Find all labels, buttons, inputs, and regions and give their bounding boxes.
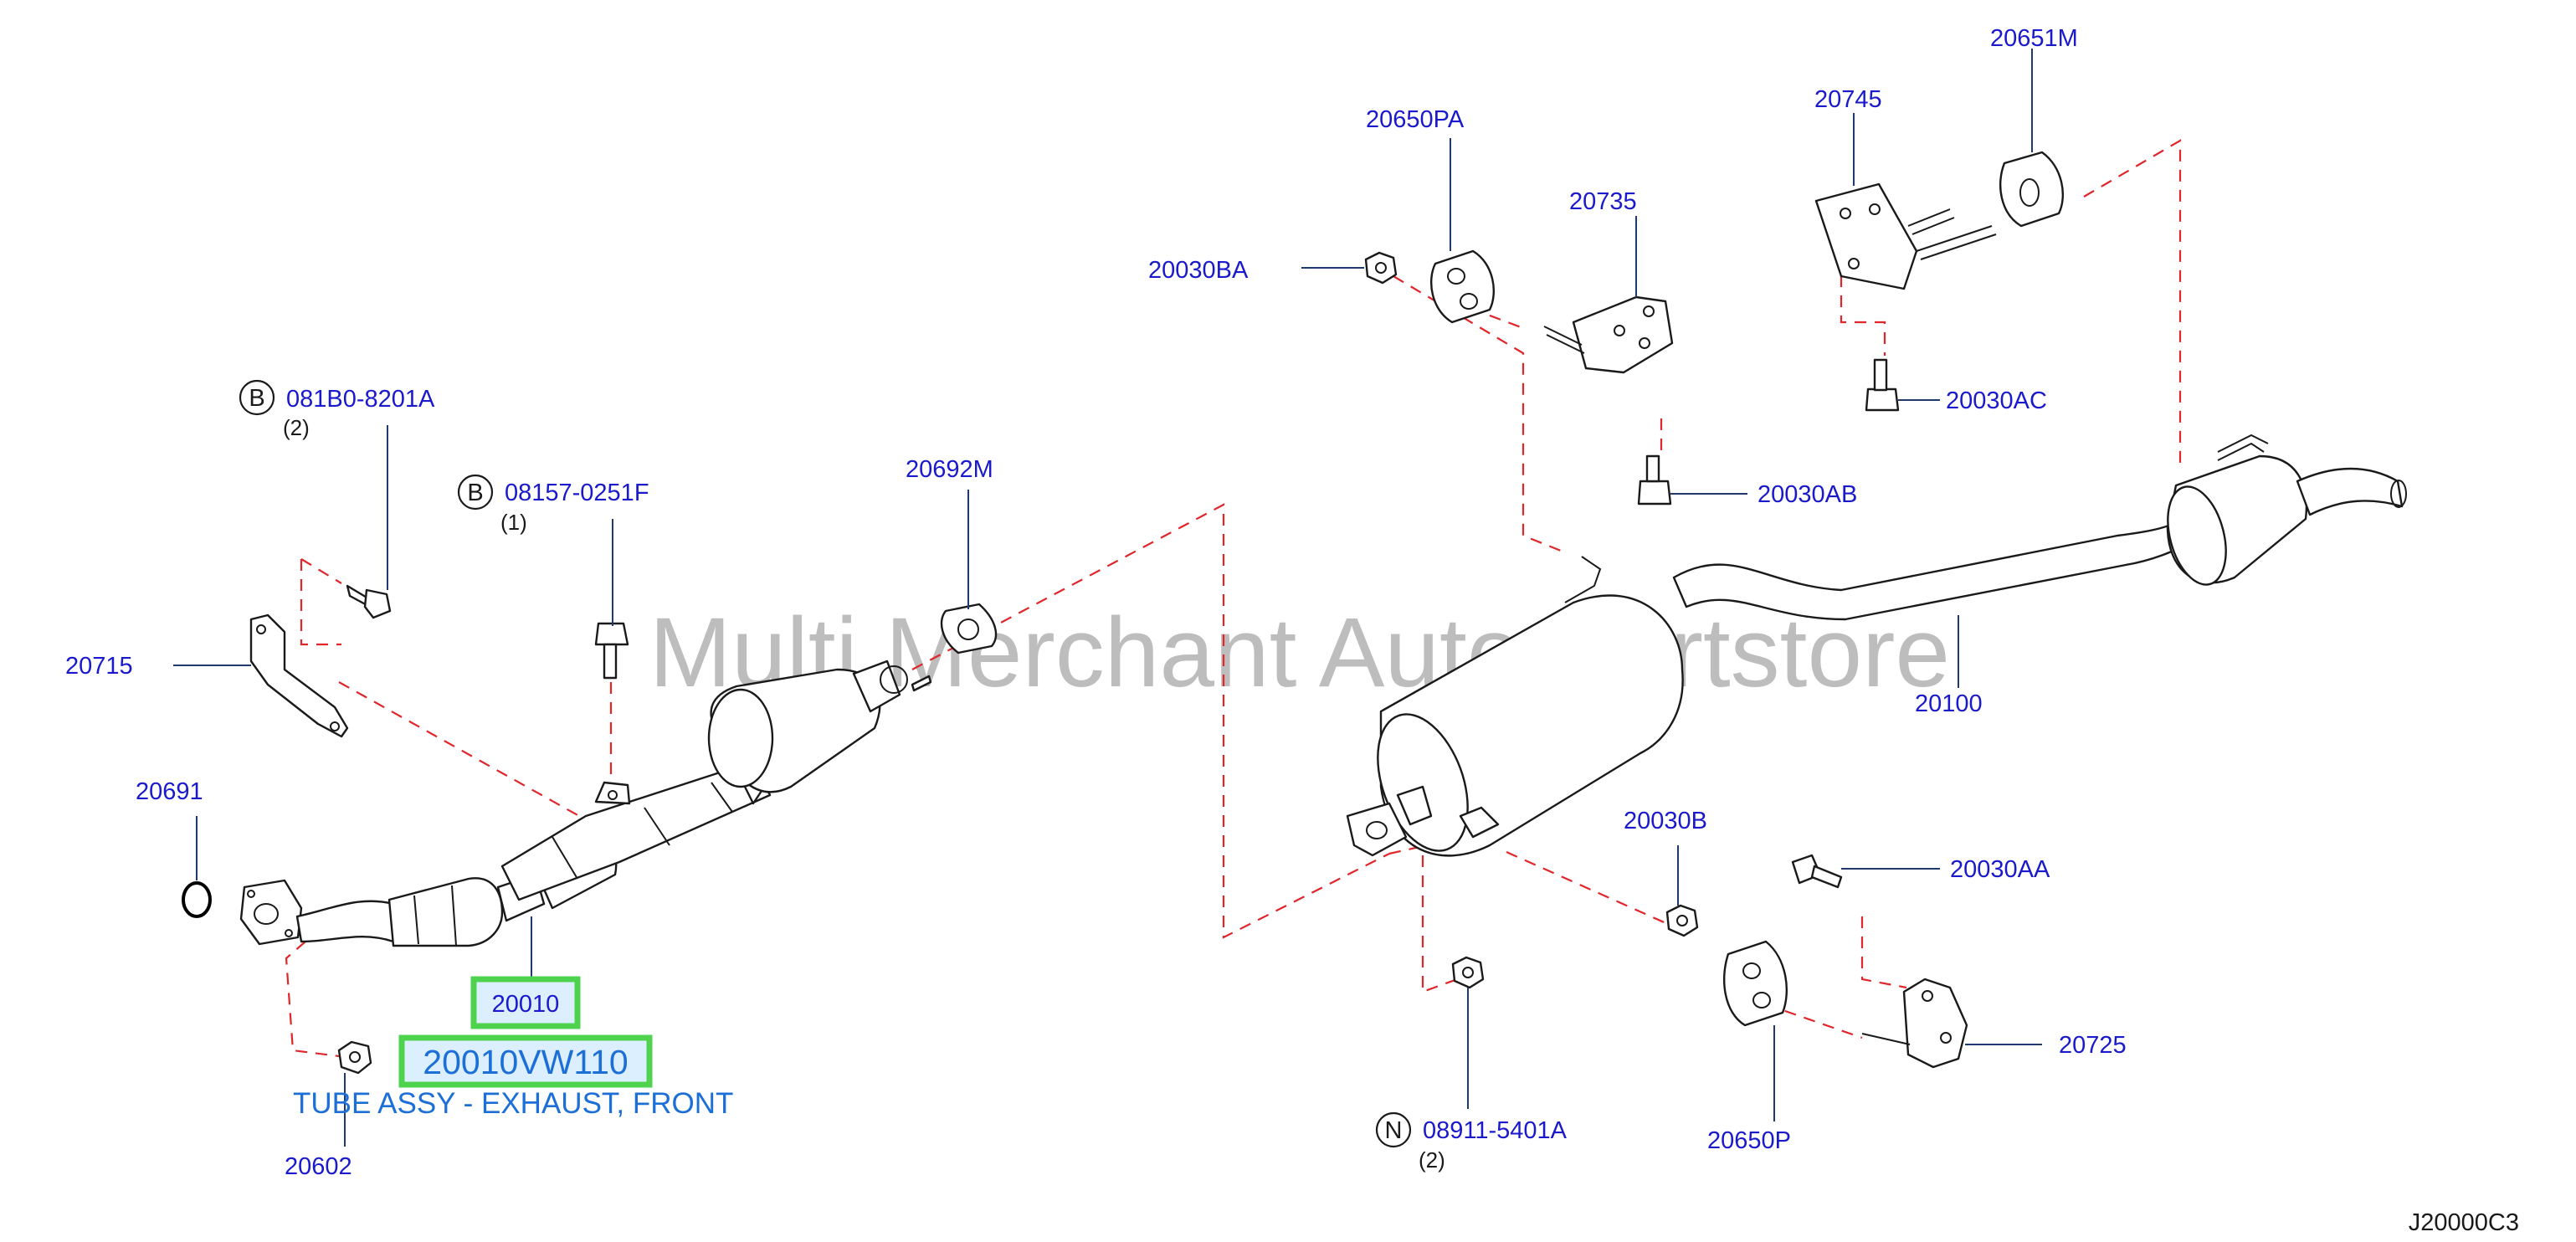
- nut-20030b-drawing: [1665, 904, 1699, 937]
- callout-number: 08911-5401A: [1423, 1117, 1568, 1144]
- bolt-20030aa-drawing: [1791, 854, 1843, 889]
- callout-marker: B: [467, 480, 483, 506]
- highlighted-part-20010[interactable]: 20010 20010VW110 TUBE ASSY - EXHAUST, FR…: [293, 976, 733, 1120]
- callout-08157-0251f[interactable]: B 08157-0251F (1): [457, 474, 649, 535]
- bolt-20030ac-drawing: [1865, 358, 1900, 412]
- highlight-part-description: TUBE ASSY - EXHAUST, FRONT: [293, 1087, 733, 1120]
- callout-20735[interactable]: 20735: [1569, 188, 1637, 215]
- callout-20715[interactable]: 20715: [65, 653, 133, 680]
- callout-20030b[interactable]: 20030B: [1624, 808, 1707, 834]
- leader-lines: [173, 49, 2042, 1147]
- bracket-20735-drawing: [1543, 295, 1674, 374]
- gasket-20692m-drawing: [940, 603, 998, 654]
- highlight-part-number: 20010VW110: [423, 1043, 628, 1081]
- highlight-ref-box: [470, 976, 581, 1029]
- highlight-part-box: [398, 1034, 653, 1088]
- callout-08911-5401a[interactable]: N 08911-5401A (2): [1375, 1111, 1568, 1173]
- bracket-20715-drawing: [249, 613, 349, 738]
- callout-20030ba[interactable]: 20030BA: [1148, 257, 1249, 284]
- callout-marker: N: [1385, 1117, 1403, 1144]
- callout-081b0-8201a[interactable]: B 081B0-8201A (2): [239, 379, 435, 440]
- callout-20030aa[interactable]: 20030AA: [1950, 856, 2050, 883]
- callout-20650pa[interactable]: 20650PA: [1366, 106, 1465, 133]
- nut-20030ba-drawing: [1364, 251, 1398, 285]
- highlight-ref-number: 20010: [492, 991, 560, 1018]
- rubber-mount-20650p-drawing: [1723, 940, 1788, 1027]
- callout-20650p[interactable]: 20650P: [1707, 1127, 1791, 1154]
- circle-n-marker-icon: [1375, 1111, 1412, 1148]
- bolt-08157-drawing: [594, 622, 629, 680]
- callout-20651m[interactable]: 20651M: [1990, 25, 2078, 52]
- callout-qty: (2): [1419, 1147, 1445, 1173]
- circle-b-marker-icon: [457, 474, 494, 511]
- callout-number: 08157-0251F: [505, 480, 649, 506]
- callout-qty: (1): [500, 510, 527, 535]
- callout-number: 081B0-8201A: [286, 386, 435, 413]
- callout-marker: B: [249, 385, 264, 412]
- rubber-mount-20651m-drawing: [1999, 151, 2065, 228]
- bolt-20030ab-drawing: [1637, 454, 1672, 506]
- o-ring-20691-drawing: [182, 881, 212, 918]
- bracket-20745-drawing: [1814, 182, 1997, 290]
- callout-20100[interactable]: 20100: [1915, 690, 1983, 717]
- callout-qty: (2): [283, 415, 310, 440]
- circle-b-marker-icon: [239, 379, 275, 416]
- bolt-081b0-drawing: [346, 584, 392, 619]
- callout-20030ac[interactable]: 20030AC: [1946, 387, 2047, 414]
- center-muffler-and-pipe-20100-drawing: [1346, 516, 2199, 857]
- assembly-dashed-lines: [285, 139, 2182, 1058]
- tail-muffler-drawing: [2166, 434, 2407, 586]
- nut-08911-drawing: [1451, 956, 1485, 989]
- front-exhaust-tube-drawing: [239, 659, 932, 947]
- callout-20692m[interactable]: 20692M: [906, 456, 993, 483]
- callout-20745[interactable]: 20745: [1814, 86, 1882, 113]
- callout-20691[interactable]: 20691: [136, 778, 203, 805]
- nut-20602-drawing: [337, 1040, 372, 1075]
- bracket-20725-drawing: [1861, 978, 1968, 1069]
- callout-20602[interactable]: 20602: [285, 1153, 352, 1180]
- diagram-code: J20000C3: [2409, 1209, 2519, 1236]
- callout-20030ab[interactable]: 20030AB: [1758, 481, 1857, 508]
- rubber-mount-20650pa-drawing: [1429, 249, 1496, 324]
- callout-20725[interactable]: 20725: [2059, 1032, 2127, 1059]
